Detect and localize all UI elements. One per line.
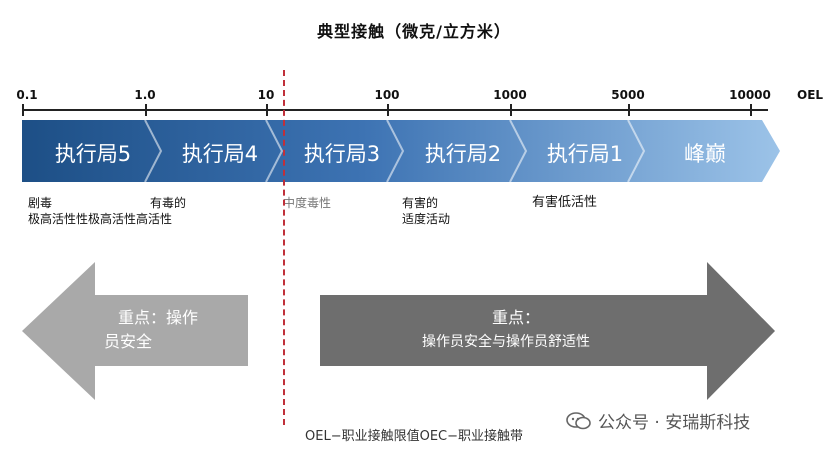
scale-tick bbox=[22, 104, 24, 116]
category-3: 中度毒性 bbox=[283, 196, 332, 210]
scale-axis-line bbox=[22, 109, 768, 111]
tick-label-10: 10 bbox=[257, 88, 275, 102]
tick-label-5000: 5000 bbox=[611, 88, 645, 102]
band-label-3: 执行局3 bbox=[303, 142, 381, 166]
category-1-line2: 极高活性性极高活性高活性 bbox=[28, 212, 173, 226]
right-arrow-line2: 操作员安全与操作员舒适性 bbox=[422, 334, 590, 350]
right-arrow-line1: 重点： bbox=[492, 308, 541, 327]
scale-tick bbox=[750, 104, 752, 116]
wechat-icon bbox=[566, 411, 591, 429]
band-label-5: 执行局5 bbox=[54, 142, 132, 166]
scale-tick bbox=[628, 104, 630, 116]
category-1: 剧毒 极高活性性极高活性高活性 bbox=[28, 195, 172, 227]
right-arrow-label: 重点： 操作员安全与操作员舒适性 bbox=[422, 306, 590, 354]
footer-note: OEL−职业接触限值OEC−职业接触带 bbox=[305, 429, 523, 444]
watermark: 公众号 · 安瑞斯科技 bbox=[566, 408, 750, 433]
watermark-text: 公众号 · 安瑞斯科技 bbox=[598, 413, 751, 433]
scale-tick bbox=[145, 104, 147, 116]
right-arrow-shape bbox=[320, 262, 775, 400]
diagram-title: 典型接触（微克/立方米） bbox=[317, 22, 511, 41]
divider-line bbox=[283, 70, 285, 425]
band-label-2: 执行局2 bbox=[424, 142, 502, 166]
tick-label-1000: 1000 bbox=[493, 88, 527, 102]
tick-label-0.1: 0.1 bbox=[16, 88, 38, 102]
scale-unit-label: OEL bbox=[797, 88, 824, 102]
category-5: 有害低活性 bbox=[532, 195, 598, 210]
left-arrow-line1: 重点：操作 bbox=[118, 308, 199, 327]
scale-tick bbox=[266, 104, 268, 116]
left-arrow-line2: 员安全 bbox=[104, 332, 153, 351]
category-4: 有害的 适度活动 bbox=[402, 195, 450, 227]
category-4-line2: 适度活动 bbox=[402, 212, 451, 226]
category-4-line1: 有害的 bbox=[402, 196, 439, 210]
tick-label-100: 100 bbox=[374, 88, 400, 102]
tick-label-10000: 10000 bbox=[729, 88, 771, 102]
tick-label-1: 1.0 bbox=[134, 88, 156, 102]
scale-tick bbox=[387, 104, 389, 116]
left-arrow-label: 重点：操作 员安全 bbox=[104, 306, 198, 354]
scale-tick bbox=[510, 104, 512, 116]
category-2: 有毒的 bbox=[150, 196, 187, 210]
band-label-4: 执行局4 bbox=[181, 142, 259, 166]
band-label-1: 执行局1 bbox=[546, 142, 624, 166]
category-1-line1: 剧毒 bbox=[28, 196, 53, 210]
band-label-peak: 峰巅 bbox=[684, 142, 726, 166]
band-strip bbox=[22, 120, 780, 182]
left-arrow-shape bbox=[22, 262, 248, 400]
